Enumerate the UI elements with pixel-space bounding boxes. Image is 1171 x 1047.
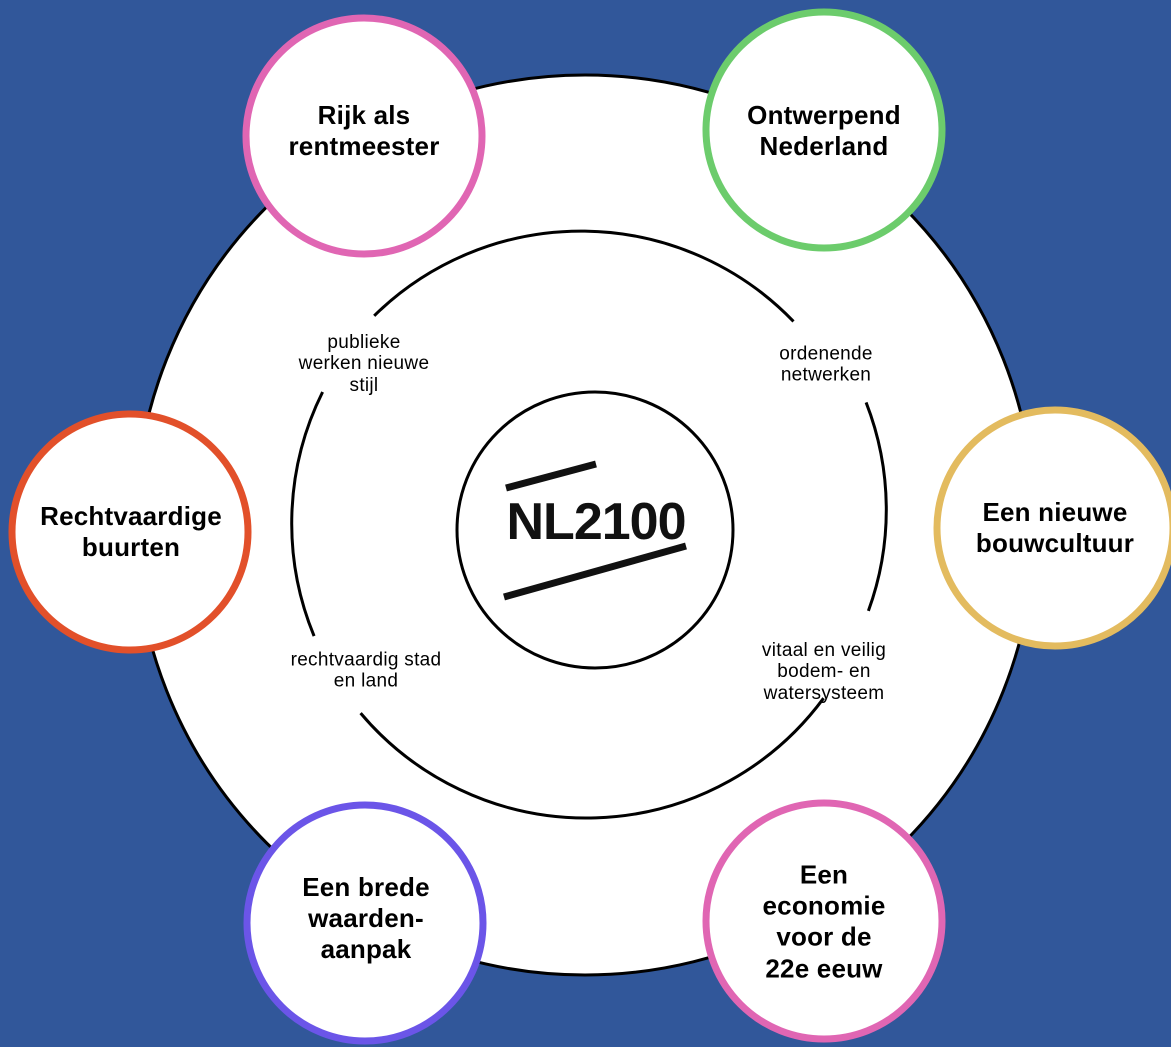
node-label-ontwerpend: Ontwerpend Nederland xyxy=(747,99,901,161)
logo-text: NL2100 xyxy=(506,493,687,551)
label-rechtvaardig-stad: rechtvaardig stad en land xyxy=(290,649,442,692)
middle-ring-arc-top xyxy=(373,229,795,323)
node-circle-waarden xyxy=(243,801,487,1045)
label-vitaal-veilig: vitaal en veilig bodem- en watersysteem xyxy=(761,640,887,704)
node-label-buurten: Rechtvaardige buurten xyxy=(40,500,222,562)
inner-circle xyxy=(455,390,735,670)
logo-stripe-bottom xyxy=(503,542,687,601)
node-label-economie: Een economie voor de 22e eeuw xyxy=(762,859,886,984)
logo-stripe-top xyxy=(505,460,597,492)
node-circle-ontwerpend xyxy=(702,8,946,252)
node-circle-bouwcultuur xyxy=(933,406,1171,650)
node-circle-buurten xyxy=(8,410,252,654)
node-label-rijk: Rijk als rentmeester xyxy=(288,99,440,161)
label-ordenende-netwerken: ordenende netwerken xyxy=(779,343,873,386)
node-circle-economie xyxy=(702,799,946,1043)
middle-ring-arc-bottom xyxy=(359,697,825,820)
node-circle-rijk xyxy=(242,14,486,258)
node-label-bouwcultuur: Een nieuwe bouwcultuur xyxy=(975,496,1135,558)
node-label-waarden: Een brede waarden- aanpak xyxy=(302,872,430,965)
label-publieke-werken: publieke werken nieuwe stijl xyxy=(298,332,430,396)
middle-ring-arc-left xyxy=(290,391,324,637)
middle-ring-arc-right xyxy=(864,401,888,612)
